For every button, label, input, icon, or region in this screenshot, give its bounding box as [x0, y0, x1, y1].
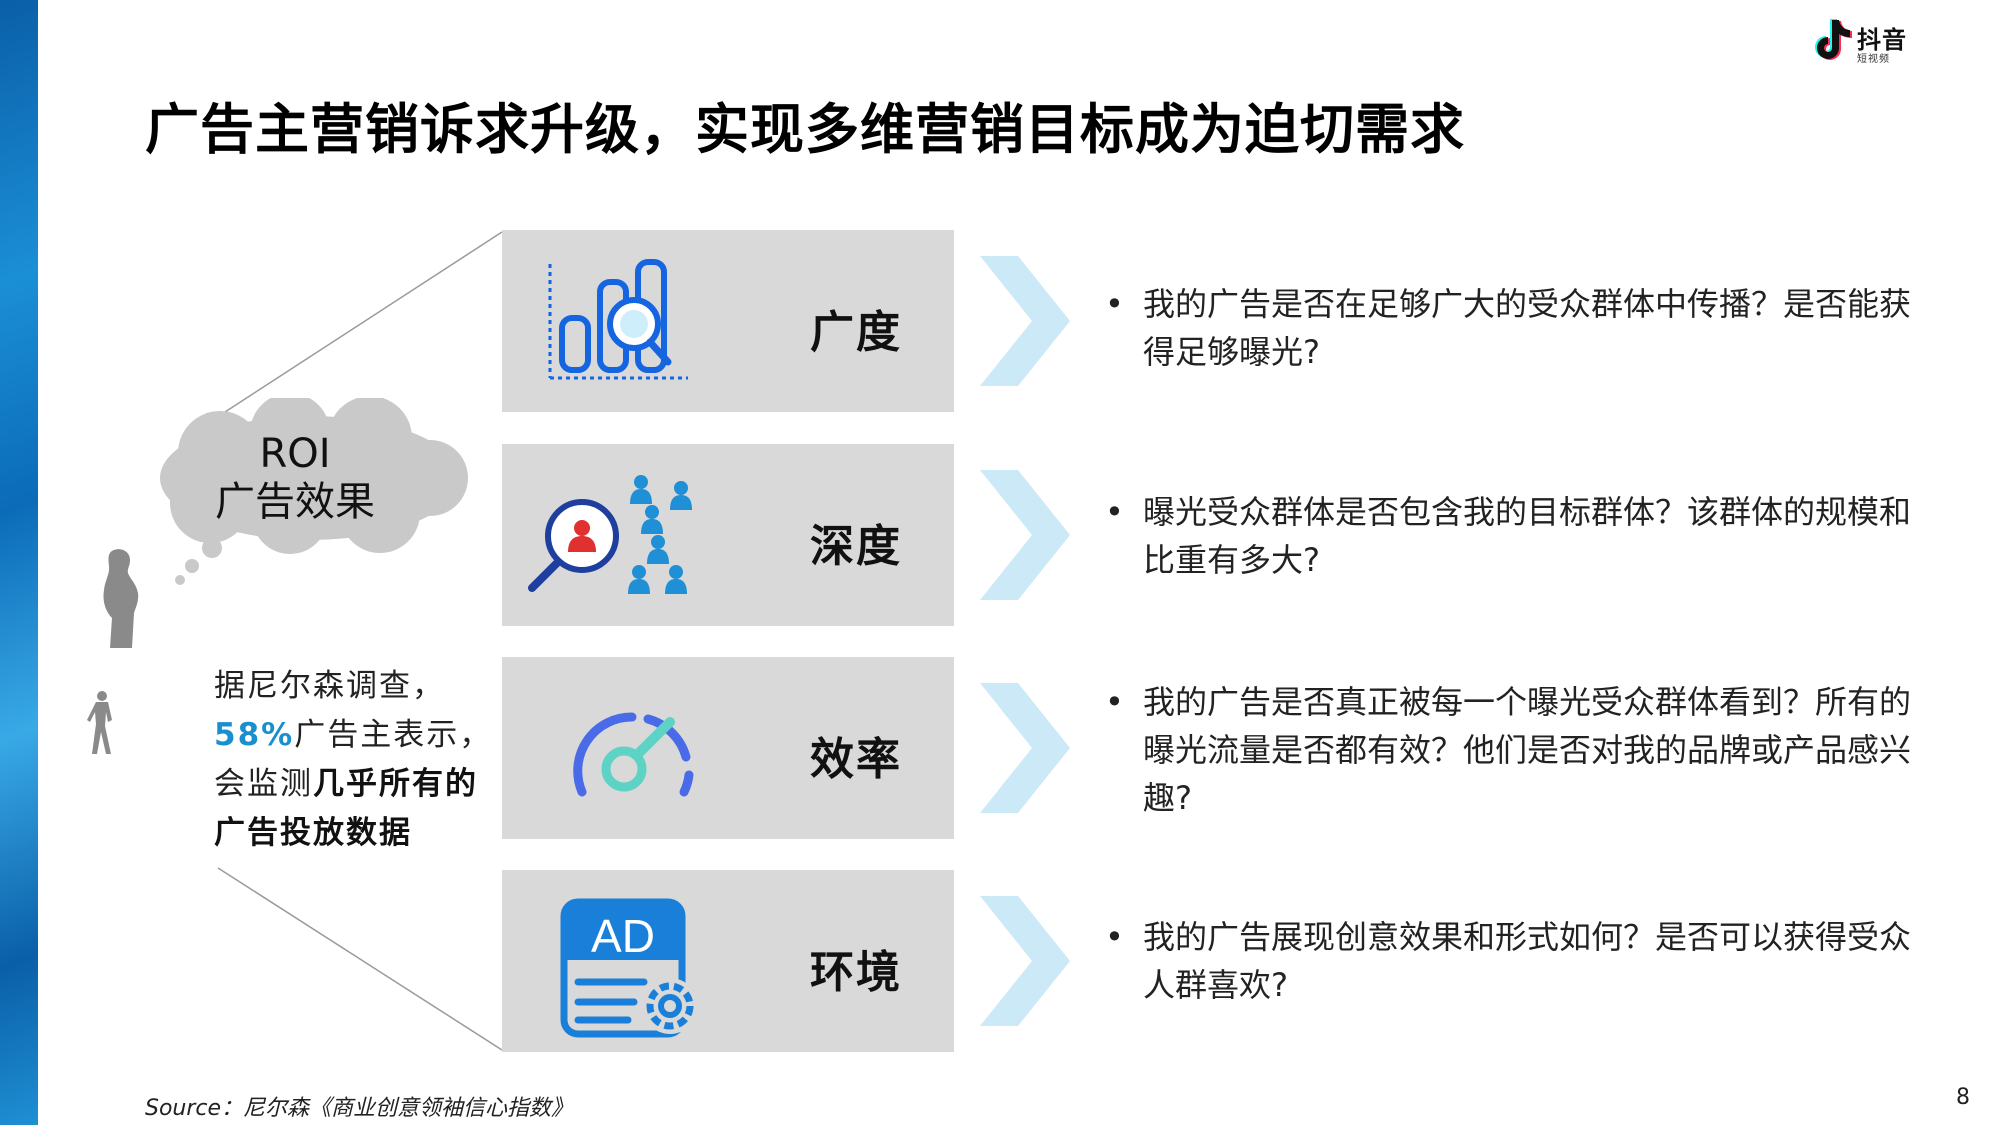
- dimension-label-efficiency: 效率: [810, 734, 902, 785]
- dimension-label-breadth: 广度: [810, 307, 902, 358]
- bullet-dot: •: [1105, 493, 1124, 531]
- survey-line1: 据尼尔森调查，: [214, 668, 445, 704]
- chevron-right-icon: [980, 470, 1070, 600]
- dimension-panel-breadth: 广度: [502, 230, 954, 412]
- survey-line3-bold: 几乎所有的: [313, 766, 478, 802]
- cloud-effect: 广告效果: [215, 479, 375, 525]
- chevron-right-icon: [980, 896, 1070, 1026]
- source-note: Source：尼尔森《商业创意领袖信心指数》: [145, 1096, 574, 1121]
- douyin-logo: 抖音 短视频: [1805, 14, 1910, 69]
- dimension-label-depth: 深度: [810, 521, 902, 572]
- thought-cloud: [160, 398, 468, 585]
- page-number: 8: [1956, 1085, 1970, 1110]
- cloud-text: ROI 广告效果: [170, 430, 420, 526]
- survey-line2-text: 广告主表示，: [294, 717, 493, 753]
- survey-line4-bold: 广告投放数据: [214, 815, 412, 851]
- question-text: 我的广告展现创意效果和形式如何？是否可以获得受众人群喜欢?: [1143, 918, 1912, 1004]
- cloud-roi: ROI: [259, 431, 331, 477]
- logo-name: 抖音: [1857, 26, 1907, 54]
- survey-line4: 广告投放数据: [214, 809, 514, 858]
- survey-line2: 58%广告主表示，: [214, 711, 514, 760]
- ad-settings-icon: AD: [560, 898, 698, 1038]
- chevron-right-icon: [980, 256, 1070, 386]
- bar-chart-magnifier-icon: [548, 259, 688, 380]
- page-title: 广告主营销诉求升级，实现多维营销目标成为迫切需求: [145, 98, 1465, 161]
- survey-line3: 会监测几乎所有的: [214, 760, 514, 809]
- audience-search-icon: [528, 475, 692, 594]
- survey-line3-text: 会监测: [214, 766, 313, 802]
- question-text: 曝光受众群体是否包含我的目标群体？该群体的规模和比重有多大?: [1143, 493, 1912, 579]
- person-thinking-figure: [103, 549, 139, 648]
- ad-icon-text: AD: [591, 910, 655, 962]
- question-text: 我的广告是否真正被每一个曝光受众群体看到？所有的曝光流量是否都有效？他们是否对我…: [1143, 683, 1912, 817]
- survey-text: 据尼尔森调查， 58%广告主表示， 会监测几乎所有的 广告投放数据: [214, 662, 514, 858]
- bullet-dot: •: [1105, 683, 1124, 721]
- douyin-note-icon: [1815, 19, 1852, 60]
- dimension-panel-environment: AD 环境: [502, 870, 954, 1052]
- decorative-side-strip: [0, 0, 38, 1125]
- dimension-panel-depth: 深度: [502, 444, 954, 626]
- bullet-dot: •: [1105, 285, 1124, 323]
- person-walking-figure: [87, 691, 112, 754]
- speed-gauge-icon: [573, 712, 694, 797]
- bullet-dot: •: [1105, 918, 1124, 956]
- logo-subtitle: 短视频: [1857, 54, 1890, 65]
- question-text: 我的广告是否在足够广大的受众群体中传播？是否能获得足够曝光?: [1143, 285, 1912, 371]
- dimension-label-environment: 环境: [810, 947, 902, 998]
- dimension-panel-efficiency: 效率: [502, 657, 954, 839]
- chevron-right-icon: [980, 683, 1070, 813]
- survey-percent: 58%: [214, 717, 295, 753]
